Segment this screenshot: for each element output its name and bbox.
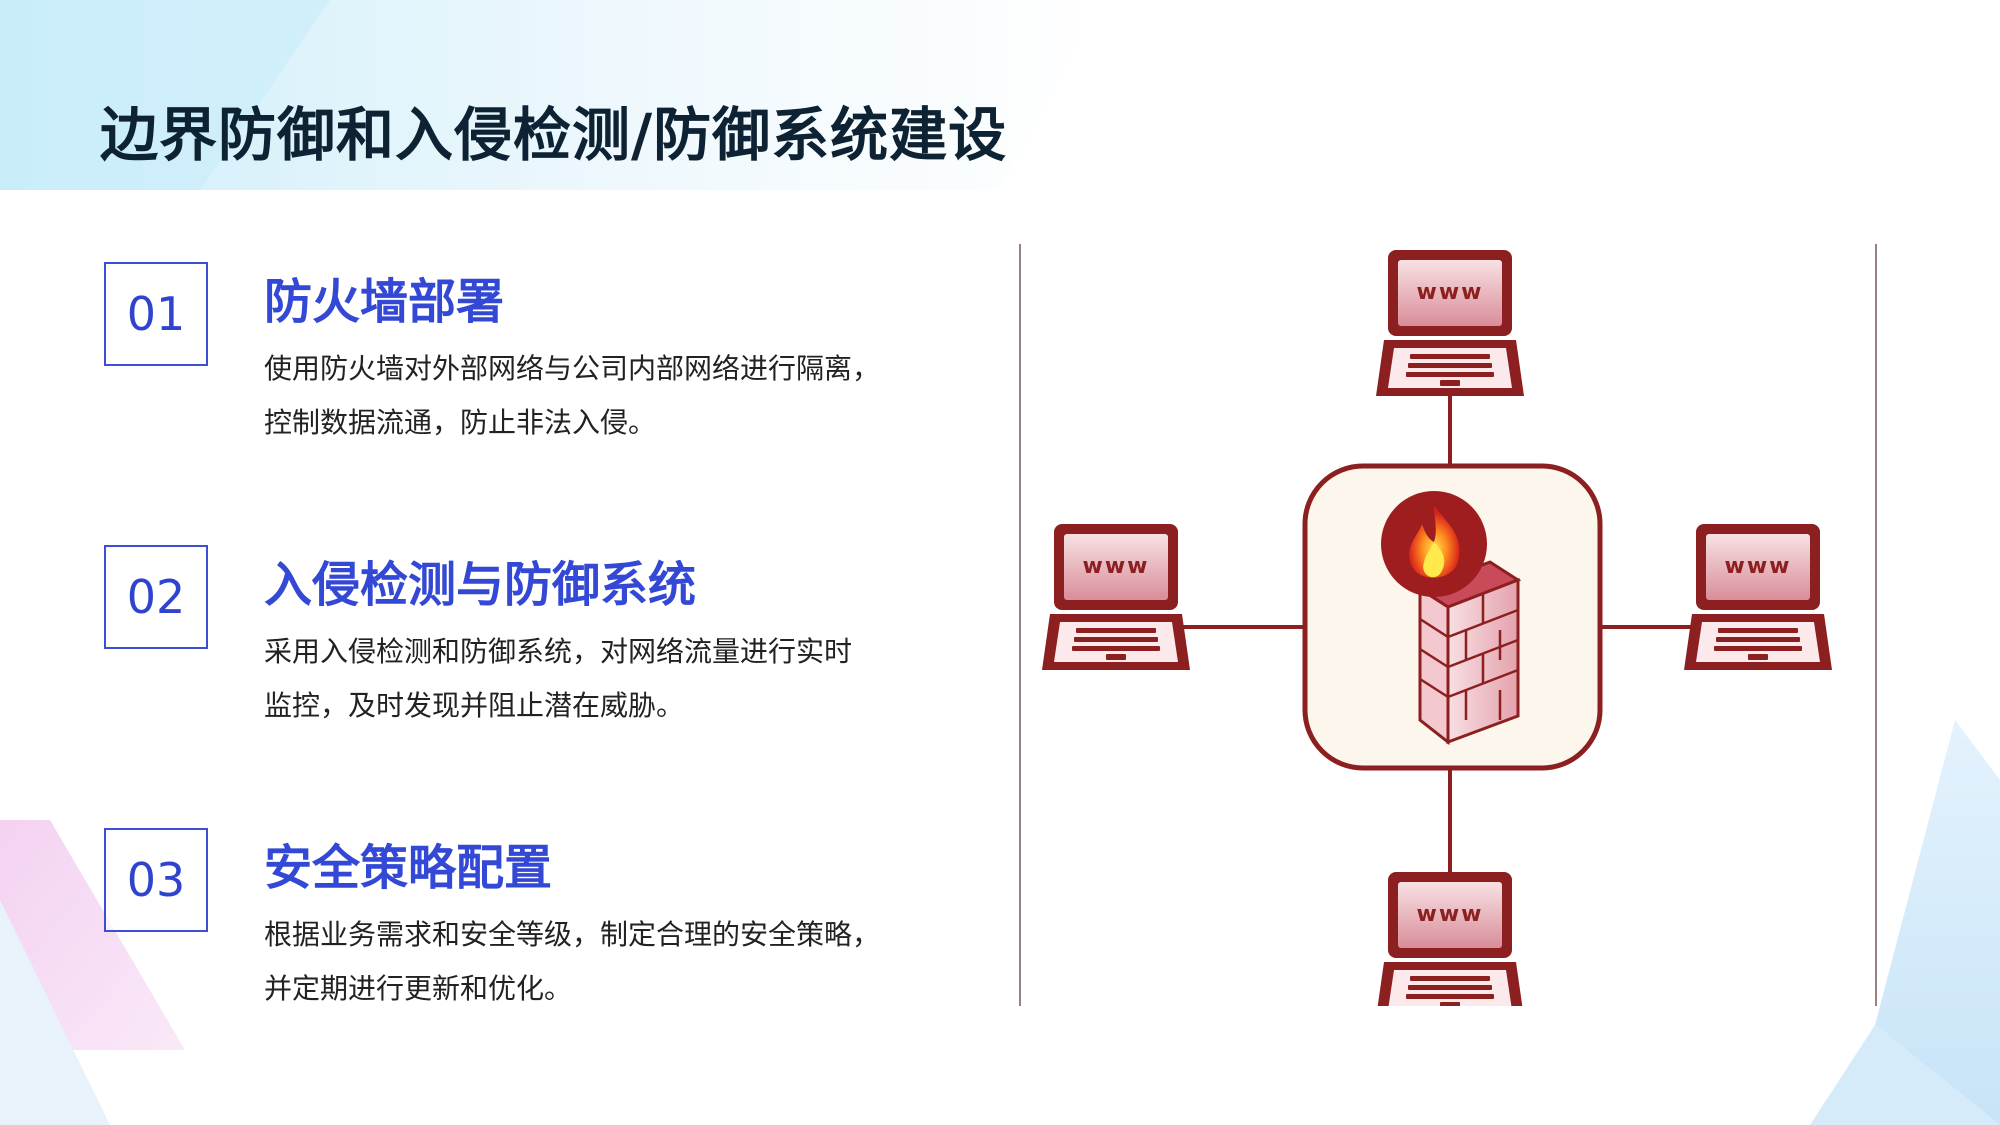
item-description-line: 监控，及时发现并阻止潜在威胁。 (264, 689, 685, 722)
feature-item-ids-ips: 02 入侵检测与防御系统 采用入侵检测和防御系统，对网络流量进行实时 监控，及时… (104, 545, 984, 785)
item-description-line: 并定期进行更新和优化。 (264, 972, 573, 1005)
page-title: 边界防御和入侵检测/防御系统建设 (100, 101, 1008, 169)
firewall-network-diagram: www www www www (1042, 250, 1832, 1006)
item-description-line: 采用入侵检测和防御系统，对网络流量进行实时 (264, 635, 853, 668)
laptop-top-label: www (1417, 280, 1484, 305)
divider-right (1875, 244, 1877, 1006)
laptop-bottom-label: www (1417, 902, 1484, 927)
item-number-badge: 01 (104, 262, 208, 366)
item-title: 安全策略配置 (264, 840, 553, 896)
item-description-line: 控制数据流通，防止非法入侵。 (264, 406, 657, 439)
item-description-line: 使用防火墙对外部网络与公司内部网络进行隔离， (264, 352, 881, 385)
item-number-badge: 03 (104, 828, 208, 932)
item-title: 防火墙部署 (264, 274, 505, 330)
feature-item-firewall: 01 防火墙部署 使用防火墙对外部网络与公司内部网络进行隔离， 控制数据流通，防… (104, 262, 984, 502)
laptop-right-label: www (1725, 554, 1792, 579)
laptop-left-label: www (1083, 554, 1150, 579)
item-number-badge: 02 (104, 545, 208, 649)
item-description: 根据业务需求和安全等级，制定合理的安全策略， 并定期进行更新和优化。 (264, 908, 984, 1016)
feature-item-security-policy: 03 安全策略配置 根据业务需求和安全等级，制定合理的安全策略， 并定期进行更新… (104, 828, 984, 1068)
item-title: 入侵检测与防御系统 (264, 557, 697, 613)
item-description: 使用防火墙对外部网络与公司内部网络进行隔离， 控制数据流通，防止非法入侵。 (264, 342, 984, 450)
item-description-line: 根据业务需求和安全等级，制定合理的安全策略， (264, 918, 881, 951)
firewall-icon (1381, 491, 1522, 746)
item-description: 采用入侵检测和防御系统，对网络流量进行实时 监控，及时发现并阻止潜在威胁。 (264, 625, 984, 733)
divider-left (1019, 244, 1021, 1006)
